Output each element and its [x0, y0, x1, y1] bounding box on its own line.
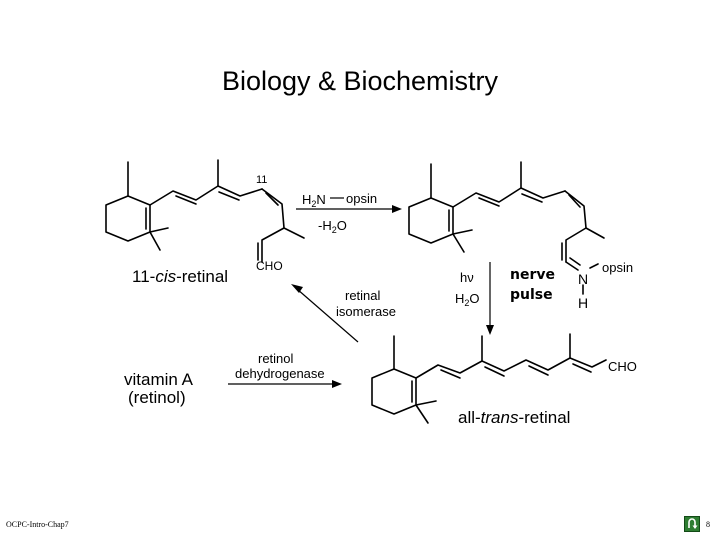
light-label: hν — [460, 270, 474, 285]
retinal-isomerase-line1: retinal — [345, 288, 381, 303]
position-11-marker: 11 — [256, 174, 267, 186]
retinal-isomerase-line2: isomerase — [336, 304, 396, 319]
retinol-dehydrogenase-line1: retinol — [258, 351, 294, 366]
nerve-pulse-label-line1: nerve — [510, 267, 555, 283]
page-number: 8 — [706, 520, 710, 529]
cho-top-label: CHO — [256, 259, 283, 273]
all-trans-retinal-structure — [371, 333, 607, 424]
slide-title: Biology & Biochemistry — [221, 66, 499, 96]
schiff-nitrogen: N — [578, 271, 588, 287]
retinol-label: (retinol) — [128, 388, 186, 407]
minus-water-label: -H2O — [318, 218, 347, 235]
reagent-amine: H2N — [302, 192, 326, 209]
isomerase-arrow — [296, 288, 359, 343]
retinol-dehydrogenase-line2: dehydrogenase — [235, 366, 325, 381]
vitamin-a-label: vitamin A — [124, 370, 194, 389]
cho-bottom-label: CHO — [608, 359, 637, 374]
u-turn-return-icon[interactable] — [684, 516, 700, 532]
11-cis-retinal-label: 11-cis-retinal — [132, 267, 228, 286]
footer-course-code: OCPC-Intro-Chap7 — [6, 520, 69, 529]
reagent-opsin: opsin — [346, 191, 377, 206]
water-label: H2O — [455, 291, 480, 308]
rhodopsin-schiff-base-structure — [408, 161, 605, 295]
schiff-hydrogen: H — [578, 295, 588, 311]
all-trans-retinal-label: all-trans-retinal — [458, 408, 570, 427]
schiff-opsin-label: opsin — [602, 260, 633, 275]
11-cis-retinal-structure — [105, 159, 305, 263]
nerve-pulse-label-line2: pulse — [510, 287, 553, 303]
u-turn-arrow-glyph — [688, 518, 698, 529]
